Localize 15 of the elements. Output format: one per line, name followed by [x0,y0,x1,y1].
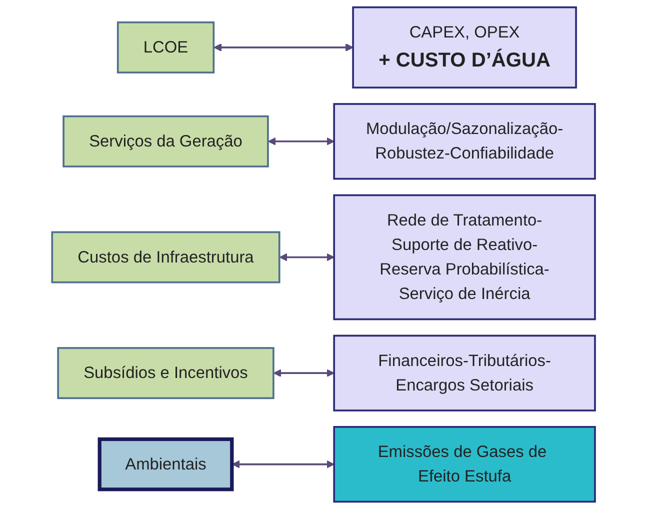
node-box: Financeiros-Tributários-Encargos Setoriais [334,334,596,412]
arrow [232,460,335,468]
arrow [268,137,335,146]
node-box: CAPEX, OPEX + CUSTO D’ÁGUA [352,6,578,88]
node-box: Rede de Tratamento-Suporte de Reativo-Reserva Probabilística-Serviço de Inércia [334,194,596,320]
arrow [274,369,335,378]
node-box: Emissões de Gases de Efeito Estufa [334,426,596,503]
arrow [280,253,335,262]
node-box: Custos de Infraestrutura [52,231,281,284]
node-box: LCOE [117,21,215,74]
node-box: Subsídios e Incentivos [58,347,275,400]
node-box: Ambientais [98,437,234,492]
node-box: Serviços da Geração [63,115,270,168]
node-box: Modulação/Sazonalização-Robustez-Confiabilidade [334,103,596,180]
arrow [214,43,354,52]
